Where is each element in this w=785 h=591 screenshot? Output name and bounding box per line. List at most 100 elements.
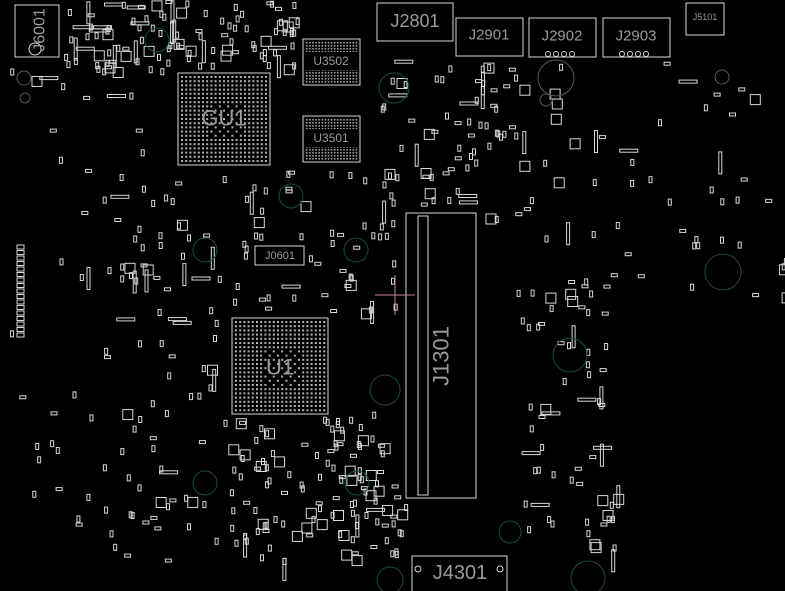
smd-part[interactable] [158,242,163,249]
smd-part[interactable] [305,507,317,519]
smd-part[interactable] [404,504,409,511]
smd-part[interactable] [265,430,270,438]
smd-part[interactable] [391,199,396,207]
smd-part[interactable] [168,354,176,359]
smd-part[interactable] [391,520,396,528]
smd-part[interactable] [565,288,577,300]
smd-part[interactable] [390,77,395,85]
smd-part[interactable] [300,201,312,213]
smd-part[interactable] [283,64,295,76]
smd-part[interactable] [167,317,187,322]
smd-part[interactable] [502,130,507,138]
smd-part[interactable] [306,533,314,538]
smd-part[interactable] [521,451,541,456]
smd-part[interactable] [242,240,247,248]
component-gu1[interactable]: GU1 [177,72,271,166]
smd-part[interactable] [201,365,206,373]
smd-part[interactable] [240,10,245,18]
smd-part[interactable] [740,177,748,182]
smd-part[interactable] [562,378,567,386]
smd-part[interactable] [378,233,383,241]
smd-part[interactable] [198,440,206,445]
smd-part[interactable] [31,75,43,87]
smd-part[interactable] [164,194,169,202]
smd-part[interactable] [137,225,142,233]
smd-part[interactable] [619,148,639,153]
smd-part[interactable] [155,497,167,508]
smd-part[interactable] [170,21,175,44]
smd-part[interactable] [254,232,259,240]
smd-part[interactable] [329,171,334,179]
smd-part[interactable] [363,177,368,185]
smd-part[interactable] [106,25,111,32]
smd-part[interactable] [260,554,264,562]
smd-part[interactable] [175,181,183,186]
smd-part[interactable] [333,510,344,521]
smd-part[interactable] [522,131,527,155]
smd-part[interactable] [119,174,124,181]
smd-part[interactable] [172,19,177,43]
smd-part[interactable] [124,553,132,558]
smd-part[interactable] [526,324,531,332]
smd-part[interactable] [217,275,222,283]
smd-part[interactable] [73,37,78,61]
smd-part[interactable] [576,481,584,486]
smd-part[interactable] [170,198,175,206]
smd-part[interactable] [229,489,234,497]
smd-part[interactable] [372,411,377,419]
smd-part[interactable] [585,361,590,369]
smd-part[interactable] [581,284,589,289]
smd-part[interactable] [587,371,592,379]
smd-part[interactable] [267,544,272,552]
smd-part[interactable] [431,197,436,205]
smd-part[interactable] [102,29,114,41]
smd-part[interactable] [289,30,294,38]
smd-part[interactable] [420,202,428,207]
smd-part[interactable] [615,222,620,229]
smd-part[interactable] [353,245,361,250]
smd-part[interactable] [325,459,330,467]
smd-part[interactable] [509,125,516,130]
smd-part[interactable] [209,307,214,315]
smd-part[interactable] [133,235,138,243]
smd-part[interactable] [142,264,154,276]
smd-part[interactable] [363,488,368,496]
smd-part[interactable] [252,184,257,192]
smd-part[interactable] [377,443,385,448]
smd-part[interactable] [253,217,265,229]
smd-part[interactable] [104,347,109,355]
smd-part[interactable] [104,355,111,360]
smd-part[interactable] [263,187,268,195]
smd-part[interactable] [273,49,277,57]
smd-part[interactable] [235,418,247,430]
smd-part[interactable] [221,33,229,38]
smd-part[interactable] [391,484,399,489]
smd-part[interactable] [198,62,203,70]
smd-part[interactable] [129,272,133,280]
smd-part[interactable] [148,66,153,74]
smd-part[interactable] [781,263,785,271]
smd-part[interactable] [397,529,402,537]
smd-part[interactable] [187,49,192,57]
smd-part[interactable] [423,128,435,140]
smd-part[interactable] [135,128,143,133]
smd-part[interactable] [102,68,107,76]
smd-part[interactable] [589,290,594,298]
smd-part[interactable] [550,520,555,528]
smd-part[interactable] [478,121,483,129]
smd-part[interactable] [458,200,478,205]
smd-part[interactable] [222,44,234,56]
smd-part[interactable] [455,187,460,195]
smd-part[interactable] [132,270,137,294]
smd-part[interactable] [612,544,617,552]
smd-part[interactable] [299,233,304,241]
smd-part[interactable] [364,512,369,519]
smd-part[interactable] [713,92,721,97]
smd-part[interactable] [569,476,574,484]
smd-part[interactable] [318,473,322,481]
smd-part[interactable] [265,481,269,489]
smd-part[interactable] [94,32,99,40]
smd-part[interactable] [120,275,125,283]
smd-part[interactable] [591,231,596,239]
smd-part[interactable] [120,263,125,271]
